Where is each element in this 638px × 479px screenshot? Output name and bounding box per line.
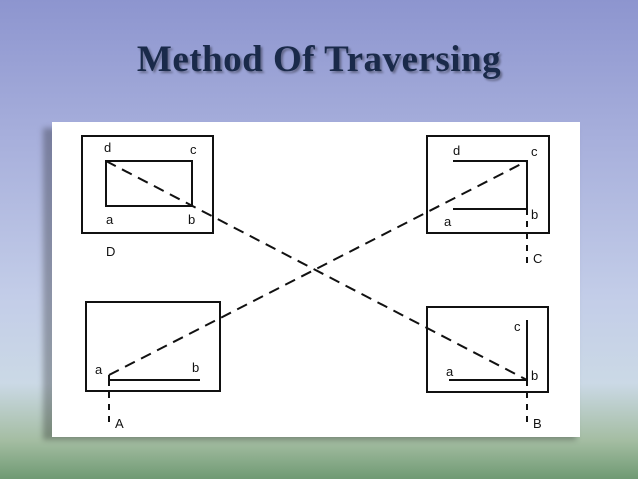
label-br-c: c	[514, 319, 521, 334]
top-left-box	[81, 135, 214, 234]
bottom-left-traverse-line	[108, 375, 200, 381]
label-bl-b: b	[192, 360, 199, 375]
label-br-b: b	[531, 368, 538, 383]
label-br-a: a	[446, 364, 454, 379]
label-tl-b: b	[188, 212, 195, 227]
label-station-b: B	[533, 416, 542, 431]
label-tr-a: a	[444, 214, 452, 229]
label-station-a: A	[115, 416, 124, 431]
label-tr-d: d	[453, 143, 460, 158]
label-station-c: C	[533, 251, 542, 266]
dashed-line-d-to-b	[105, 160, 528, 381]
label-tr-c: c	[531, 144, 538, 159]
label-bl-a: a	[95, 362, 103, 377]
label-tl-d: d	[104, 140, 111, 155]
top-left-traverse-rectangle	[105, 160, 193, 207]
top-right-box	[426, 135, 550, 234]
diagram-panel: d c a b D d c a b C a b A c a b B	[52, 122, 580, 437]
bottom-right-box	[426, 306, 549, 393]
label-tl-c: c	[190, 142, 197, 157]
label-tr-b: b	[531, 207, 538, 222]
label-tl-a: a	[106, 212, 114, 227]
bottom-left-box	[85, 301, 221, 392]
slide-title: Method Of Traversing	[136, 39, 502, 80]
label-station-d: D	[106, 244, 115, 259]
traversing-diagram: d c a b D d c a b C a b A c a b B	[81, 135, 550, 431]
top-right-traverse-lines	[453, 160, 528, 210]
dashed-line-a-to-c	[108, 160, 528, 376]
